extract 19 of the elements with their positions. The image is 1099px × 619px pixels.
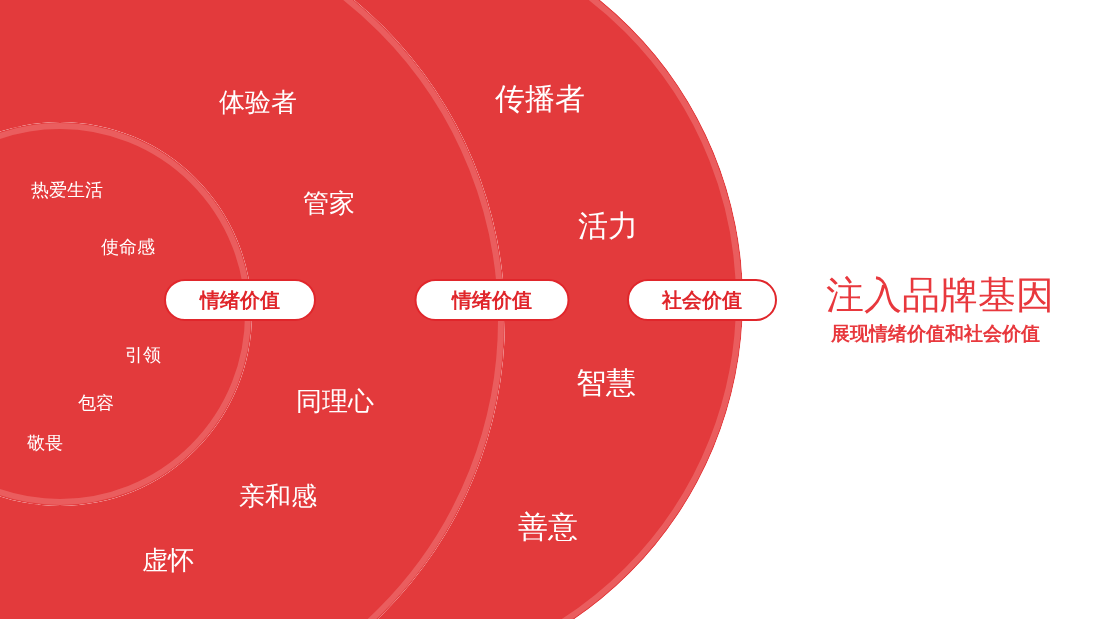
keyword-text: 敬畏 [27, 433, 63, 453]
value-pill: 情绪价值 [414, 279, 570, 321]
subheading: 展现情绪价值和社会价值 [830, 321, 1040, 346]
keyword-text: 引领 [125, 345, 161, 365]
keyword-text: 热爱生活 [31, 180, 103, 200]
keyword-text: 管家 [303, 188, 355, 218]
keyword-text: 亲和感 [239, 481, 317, 511]
value-pill: 社会价值 [627, 279, 777, 321]
keyword-text: 善意 [518, 509, 578, 543]
value-pill: 情绪价值 [164, 279, 316, 321]
heading: 注入品牌基因 [826, 271, 1054, 319]
keyword-text: 活力 [578, 208, 638, 242]
keyword-text: 智慧 [576, 365, 636, 399]
keyword-text: 虚怀 [142, 545, 194, 575]
keyword-text: 体验者 [219, 87, 297, 117]
keyword-text: 同理心 [296, 386, 374, 416]
keyword-text: 使命感 [101, 237, 155, 257]
keyword-text: 传播者 [495, 81, 585, 115]
keyword-text: 包容 [78, 393, 114, 413]
